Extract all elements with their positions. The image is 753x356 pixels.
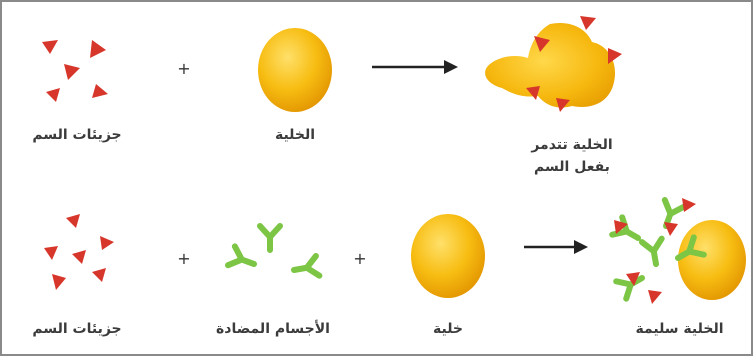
toxin-molecule-icon xyxy=(648,290,662,304)
result-label-row1-line1: الخلية تتدمر xyxy=(507,136,637,154)
toxin-molecule-icon xyxy=(580,16,596,30)
cell-icon xyxy=(258,28,332,112)
plus-sign: + xyxy=(353,249,366,268)
right-arrow-icon xyxy=(524,240,588,254)
antibody-icon xyxy=(260,226,280,250)
cell-label-row2: خلية xyxy=(418,320,478,338)
destroyed-cell xyxy=(485,16,622,112)
toxin-molecule-icon xyxy=(608,48,622,64)
toxin-molecule-icon xyxy=(682,198,696,212)
toxin-molecule-icon xyxy=(90,40,106,58)
toxin-molecule-icon xyxy=(72,250,86,264)
toxin-molecules-label-row2: جزيئات السم xyxy=(22,320,132,338)
plus-sign: + xyxy=(177,59,190,78)
antibody-cluster xyxy=(228,226,319,280)
result-label-row2: الخلية سليمة xyxy=(617,320,742,338)
toxin-molecule-icon xyxy=(92,268,106,282)
antibodies-label: الأجسام المضادة xyxy=(198,320,348,338)
toxin-cluster-row1 xyxy=(42,40,108,102)
damaged-cell-blob xyxy=(485,23,615,108)
cell-icon xyxy=(411,214,485,298)
antibody-icon xyxy=(642,239,666,266)
cell-label-row1: الخلية xyxy=(255,126,335,144)
toxin-molecule-icon xyxy=(64,64,80,80)
cell-icon xyxy=(678,220,746,300)
antibody-icon xyxy=(292,256,319,280)
toxin-molecules-label-row1: جزيئات السم xyxy=(22,126,132,144)
protected-cell-group xyxy=(612,198,746,304)
toxin-molecule-icon xyxy=(92,84,108,98)
toxin-molecule-icon xyxy=(664,222,678,236)
toxin-molecule-icon xyxy=(52,274,66,290)
toxin-molecule-icon xyxy=(100,236,114,250)
toxin-molecule-icon xyxy=(44,246,58,260)
antibody-icon xyxy=(228,246,257,273)
toxin-molecule-icon xyxy=(46,88,60,102)
toxin-cluster-row2 xyxy=(44,214,114,290)
result-label-row1-line2: بفعل السم xyxy=(507,158,637,176)
plus-sign: + xyxy=(177,249,190,268)
right-arrow-icon xyxy=(372,60,458,74)
toxin-molecule-icon xyxy=(42,40,58,54)
toxin-molecule-icon xyxy=(66,214,80,228)
